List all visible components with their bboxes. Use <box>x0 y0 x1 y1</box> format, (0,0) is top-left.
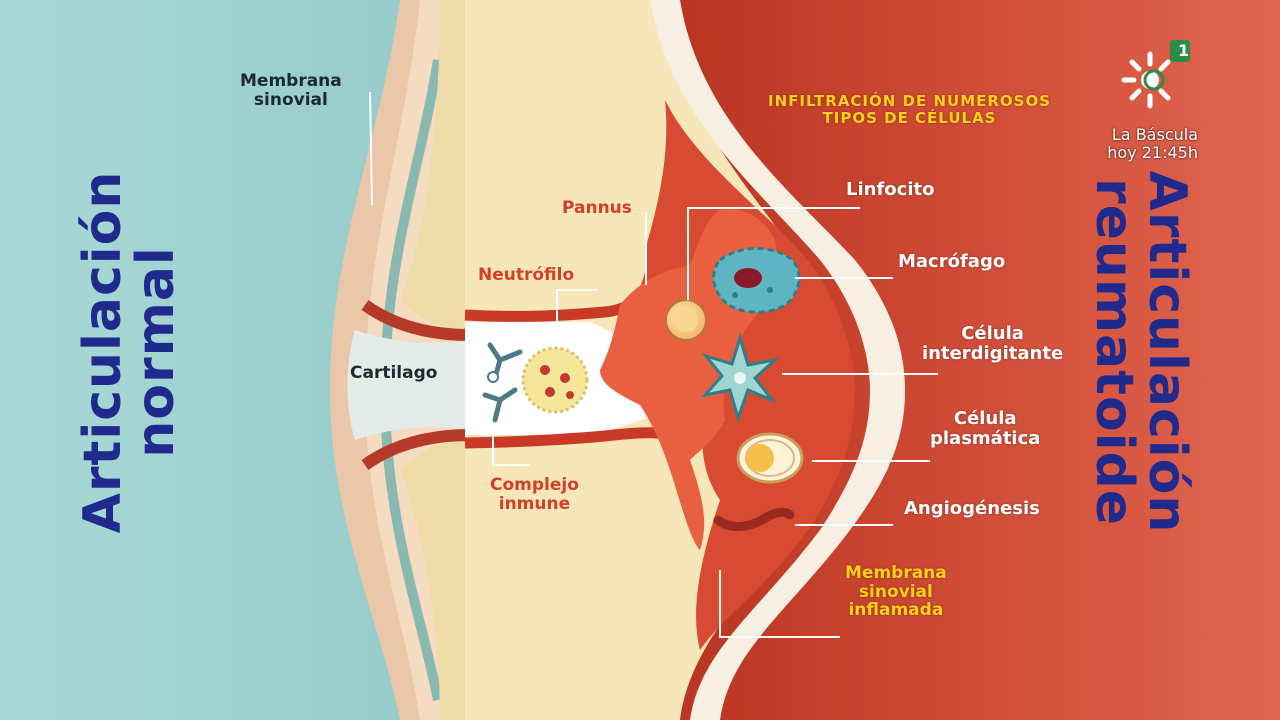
interdigitating-cell <box>700 332 780 423</box>
normal-bone-lower <box>400 440 470 720</box>
leader-complejo <box>492 425 530 466</box>
label-celula-plasmatica: Célula plasmática <box>930 408 1041 449</box>
channel-program: La Báscula hoy 21:45h <box>1107 125 1198 163</box>
angiogenesis-vessel <box>713 507 795 531</box>
leader-linfocito <box>687 207 860 300</box>
normal-bone-upper <box>400 0 470 330</box>
normal-joint-space <box>347 330 470 440</box>
immune-complex <box>482 342 523 423</box>
label-neutrofilo: Neutrófilo <box>478 265 575 285</box>
program-time: hoy 21:45h <box>1107 143 1198 163</box>
label-complejo-inmune: Complejo inmune <box>490 475 579 514</box>
label-pannus: Pannus <box>562 198 632 218</box>
label-macrofago: Macrófago <box>898 251 1006 272</box>
label-celula-interdigitante: Célula interdigitante <box>922 323 1064 364</box>
plasma-cell <box>736 432 804 484</box>
normal-cartilage-upper <box>361 300 471 341</box>
macrophage-cell <box>712 247 801 314</box>
channel-logo-icon <box>1121 40 1190 109</box>
label-angiogenesis: Angiogénesis <box>904 498 1040 519</box>
leader-neutrofilo <box>556 289 597 345</box>
label-cartilago: Cartilago <box>350 363 438 383</box>
leader-membrana <box>369 91 373 206</box>
label-membrana-sinovial: Membrana sinovial <box>240 71 342 110</box>
neutrophil-cell <box>521 346 589 414</box>
label-infiltracion: INFILTRACIÓN DE NUMEROSOS TIPOS DE CÉLUL… <box>768 92 1052 127</box>
lymphocyte-nucleus <box>674 308 698 332</box>
normal-cartilage-lower <box>361 429 471 470</box>
program-name: La Báscula <box>1111 125 1198 144</box>
label-membrana-inflamada: Membrana sinovial inflamada <box>845 563 947 621</box>
label-linfocito: Linfocito <box>846 179 935 200</box>
rheumatoid-capsule <box>650 0 905 720</box>
channel-number: 1 <box>1178 41 1190 60</box>
leader-inflamada <box>719 570 840 638</box>
